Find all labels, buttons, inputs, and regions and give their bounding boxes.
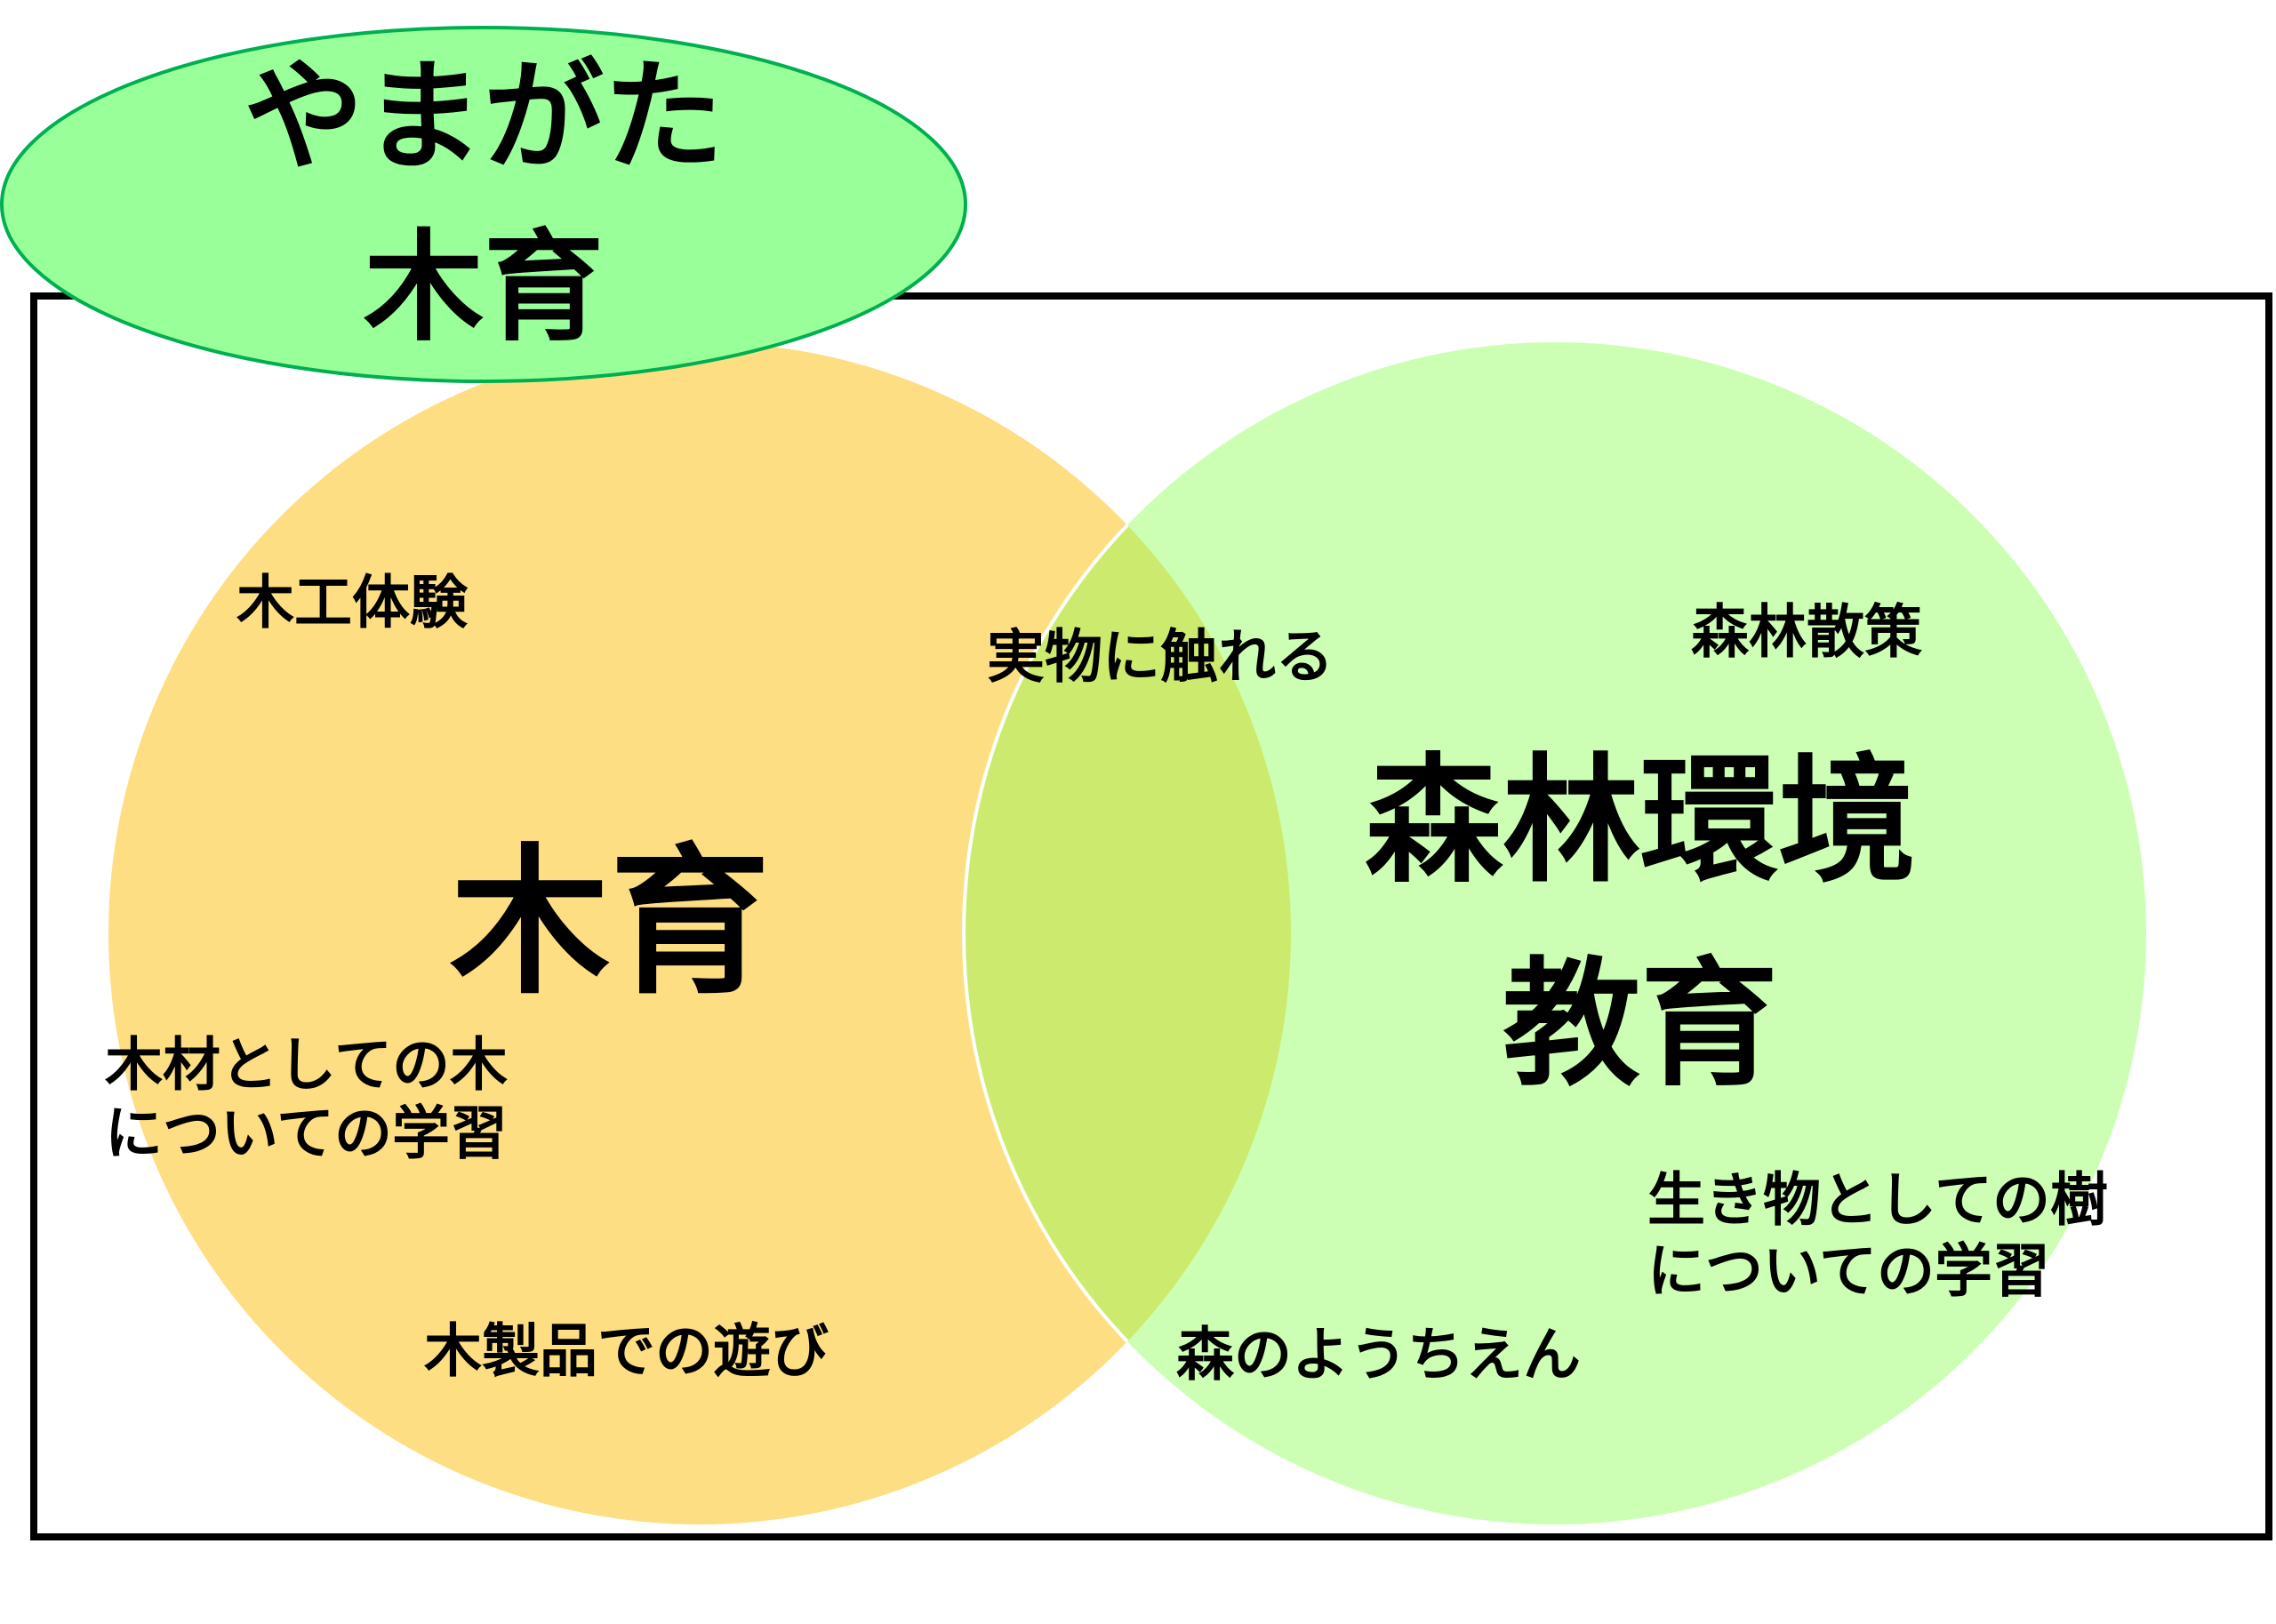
overlap-outline xyxy=(962,342,1291,1524)
item-woodworking: 木工体験 xyxy=(236,570,469,636)
right-heading-line1: 森林環境 xyxy=(1365,740,1916,901)
title-line2: 木育 xyxy=(364,218,604,357)
left-heading: 木育 xyxy=(450,830,770,1016)
title-ellipse xyxy=(0,26,967,383)
right-heading-line2: 教育 xyxy=(1503,944,1778,1105)
item-forest-kindergarten: 森のようちえん xyxy=(1176,1322,1581,1388)
item-living-tree-line2: についての学習 xyxy=(1647,1238,2050,1305)
item-living-tree-line1: 生き物としての樹 xyxy=(1647,1167,2108,1234)
title-line1: やまがた xyxy=(244,47,724,187)
overlap-item: 実物に触れる xyxy=(987,624,1334,691)
item-wood-play: 木製品での遊び xyxy=(424,1318,829,1385)
right-circle-forest-education xyxy=(964,342,2146,1524)
item-wood-material-line2: についての学習 xyxy=(105,1100,508,1167)
left-circle-mokuiku xyxy=(108,342,1291,1524)
item-wood-material-line1: 木材としての木 xyxy=(105,1032,508,1099)
frame-border xyxy=(30,292,2272,1540)
item-forest-walk: 森林散策 xyxy=(1691,599,1922,666)
